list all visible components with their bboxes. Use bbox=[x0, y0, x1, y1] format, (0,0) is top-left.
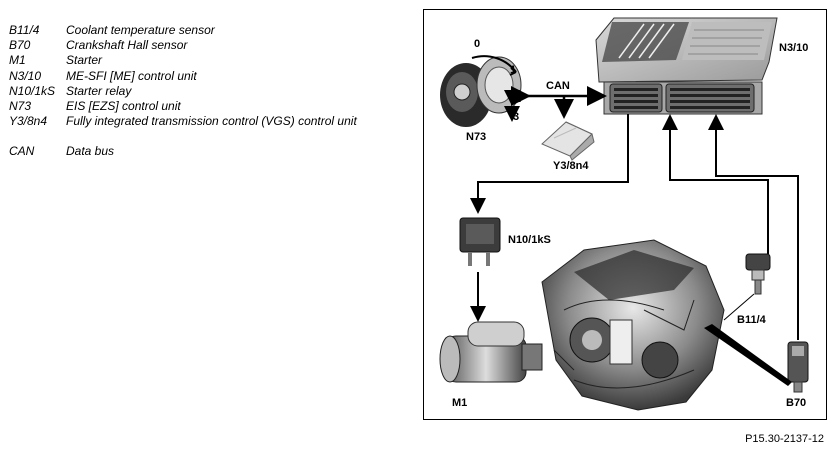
crankshaft-sensor-b70-graphic bbox=[787, 341, 809, 393]
legend-code: N10/1kS bbox=[9, 83, 56, 98]
legend-code: B70 bbox=[9, 38, 31, 53]
wire-ecu-to-relay bbox=[470, 114, 629, 214]
legend-desc: Coolant temperature sensor bbox=[66, 23, 215, 37]
diagram-frame: 0 1 2 3 bbox=[423, 9, 827, 420]
label-can: CAN bbox=[546, 80, 570, 92]
can-bus-arrow bbox=[511, 86, 607, 119]
legend-code: Y3/8n4 bbox=[9, 114, 48, 129]
legend-desc: Data bus bbox=[66, 144, 115, 159]
wire-coolant-sensor-to-ecu bbox=[662, 114, 769, 254]
legend-desc: Fully integrated transmission control (V… bbox=[66, 114, 357, 129]
legend-code: B11/4 bbox=[9, 23, 40, 37]
label-b70: B70 bbox=[786, 397, 807, 409]
leader-b70 bbox=[704, 324, 792, 386]
label-n3-10: N3/10 bbox=[779, 42, 809, 54]
coolant-temperature-sensor-b11-4-graphic bbox=[745, 253, 771, 295]
legend-desc: ME-SFI [ME] control unit bbox=[66, 68, 197, 83]
key-position-3: 3 bbox=[513, 111, 519, 123]
legend-desc: Crankshaft Hall sensor bbox=[66, 38, 188, 53]
legend-desc: Starter relay bbox=[66, 83, 132, 98]
label-n73: N73 bbox=[466, 131, 487, 143]
key-position-0: 0 bbox=[474, 38, 480, 50]
key-position-2: 2 bbox=[515, 93, 521, 105]
label-n10-1ks: N10/1kS bbox=[508, 234, 551, 246]
legend-code: CAN bbox=[9, 144, 35, 159]
legend-code: N73 bbox=[9, 98, 32, 113]
legend-code: N3/10 bbox=[9, 68, 42, 83]
engine-graphic bbox=[541, 239, 725, 411]
ignition-switch-n73-graphic bbox=[440, 55, 522, 127]
wire-crank-sensor-to-ecu bbox=[708, 114, 799, 340]
legend-desc: EIS [EZS] control unit bbox=[66, 98, 181, 113]
transmission-control-y3-8n4-graphic bbox=[541, 121, 595, 161]
key-position-1: 1 bbox=[510, 64, 516, 76]
starter-m1-graphic bbox=[439, 321, 543, 383]
starter-relay-n10-1ks-graphic bbox=[459, 217, 501, 266]
label-b11-4: B11/4 bbox=[737, 314, 766, 326]
leader-b11-4 bbox=[723, 293, 755, 321]
legend-code: M1 bbox=[9, 53, 26, 68]
figure-reference: P15.30-2137-12 bbox=[745, 433, 824, 445]
label-m1: M1 bbox=[452, 397, 468, 409]
label-y3-8n4: Y3/8n4 bbox=[553, 160, 589, 172]
legend-desc: Starter bbox=[66, 53, 103, 68]
ecu-n3-10-graphic bbox=[595, 17, 778, 115]
diagram-graphic: 0 1 2 3 bbox=[439, 17, 809, 411]
